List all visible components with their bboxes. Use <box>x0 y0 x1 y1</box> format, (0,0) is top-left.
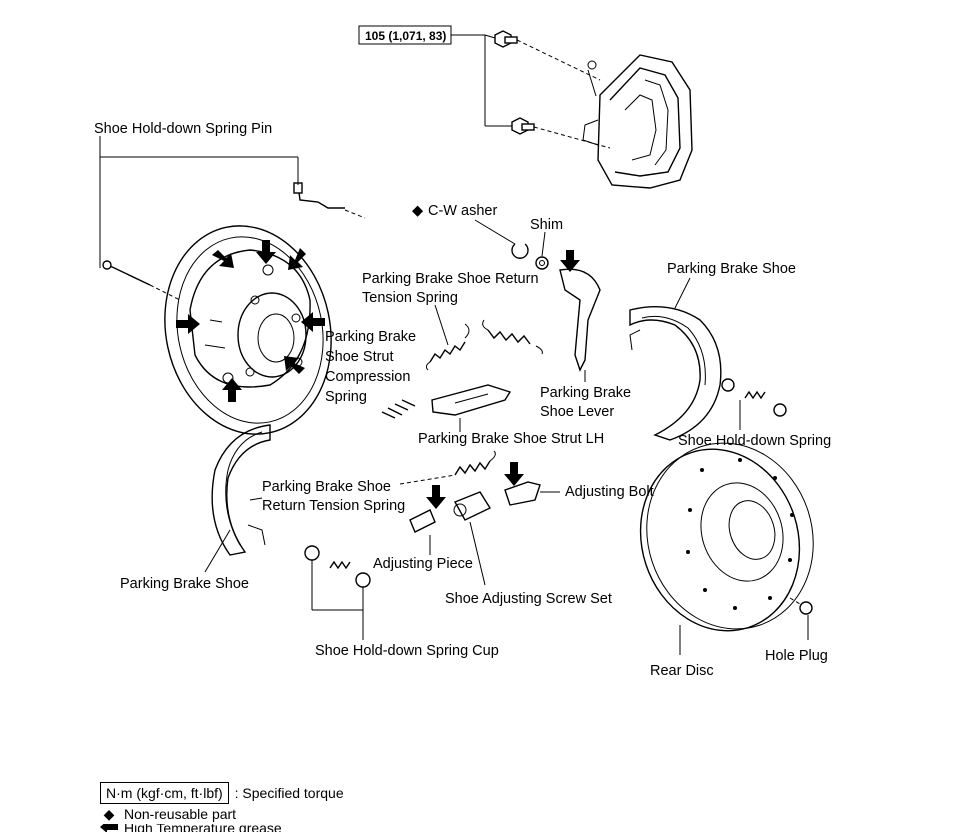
label-shoe-lever-line1: Parking Brake <box>540 385 631 401</box>
grease-arrows-backing-plate <box>176 240 325 402</box>
upper-return-springs <box>425 304 543 371</box>
legend-grease-text: High Temperature grease <box>124 824 282 832</box>
label-strut-spring-line4: Spring <box>325 389 367 405</box>
legend-torque-box: N·m (kgf·cm, ft·lbf) <box>100 782 229 804</box>
hold-down-spring-set-right <box>721 378 787 430</box>
lower-return-spring <box>399 450 496 485</box>
torque-callout: 105 (1,071, 83) <box>358 25 512 127</box>
label-adjusting-piece: Adjusting Piece <box>373 556 473 572</box>
legend-torque-row: N·m (kgf·cm, ft·lbf) : Specified torque <box>100 782 344 804</box>
parking-brake-shoe-right <box>629 277 722 441</box>
label-shoe-hold-down-spring: Shoe Hold-down Spring <box>678 433 831 449</box>
label-strut-lh: Parking Brake Shoe Strut LH <box>418 431 604 447</box>
legend-non-reusable-row: ◆ Non-reusable part <box>100 804 344 824</box>
parking-brake-shoe-lever <box>559 250 601 382</box>
label-parking-brake-shoe-left: Parking Brake Shoe <box>120 576 249 592</box>
label-shoe-lever-line2: Shoe Lever <box>540 404 614 420</box>
label-lower-return-spring-line2: Return Tension Spring <box>262 498 405 514</box>
label-adjusting-bolt: Adjusting Bolt <box>565 484 654 500</box>
grease-arrow-icon <box>100 824 118 832</box>
label-shoe-adjusting-screw-set: Shoe Adjusting Screw Set <box>445 591 612 607</box>
label-shoe-hold-down-spring-pin: Shoe Hold-down Spring Pin <box>94 121 272 137</box>
label-upper-return-spring-line1: Parking Brake Shoe Return <box>362 271 539 287</box>
label-c-washer-diamond: ◆ <box>412 203 424 219</box>
parking-brake-shoe-strut-lh <box>431 384 512 432</box>
legend-grease-row: High Temperature grease <box>100 824 344 832</box>
label-strut-spring-line1: Parking Brake <box>325 329 416 345</box>
shim <box>535 231 549 270</box>
adjusting-assembly <box>409 462 560 586</box>
legend: N·m (kgf·cm, ft·lbf) : Specified torque … <box>100 782 344 832</box>
parking-brake-shoe-left <box>204 424 271 573</box>
torque-spec-text: 105 (1,071, 83) <box>365 29 446 43</box>
strut-compression-springs <box>381 399 416 419</box>
caliper-bolts <box>494 30 611 149</box>
hold-down-spring-cup-set <box>304 545 371 640</box>
label-strut-spring-line2: Shoe Strut <box>325 349 394 365</box>
label-c-washer: C-W asher <box>428 203 497 219</box>
label-upper-return-spring-line2: Tension Spring <box>362 290 458 306</box>
caliper <box>582 54 693 189</box>
label-shim: Shim <box>530 217 563 233</box>
label-parking-brake-shoe-right: Parking Brake Shoe <box>667 261 796 277</box>
backing-plate <box>164 225 332 435</box>
label-strut-spring-line3: Compression <box>325 369 410 385</box>
label-shoe-hold-down-spring-cup: Shoe Hold-down Spring Cup <box>315 643 499 659</box>
label-lower-return-spring-line1: Parking Brake Shoe <box>262 479 391 495</box>
hold-down-spring-pins <box>99 136 366 301</box>
legend-non-reusable-text: Non-reusable part <box>124 806 237 822</box>
rear-disc <box>639 442 814 655</box>
label-rear-disc: Rear Disc <box>650 663 714 679</box>
legend-torque-text: : Specified torque <box>234 785 344 801</box>
non-reusable-diamond-icon: ◆ <box>103 806 115 822</box>
c-washer <box>474 219 529 259</box>
label-hole-plug: Hole Plug <box>765 648 828 664</box>
hole-plug <box>789 597 813 640</box>
